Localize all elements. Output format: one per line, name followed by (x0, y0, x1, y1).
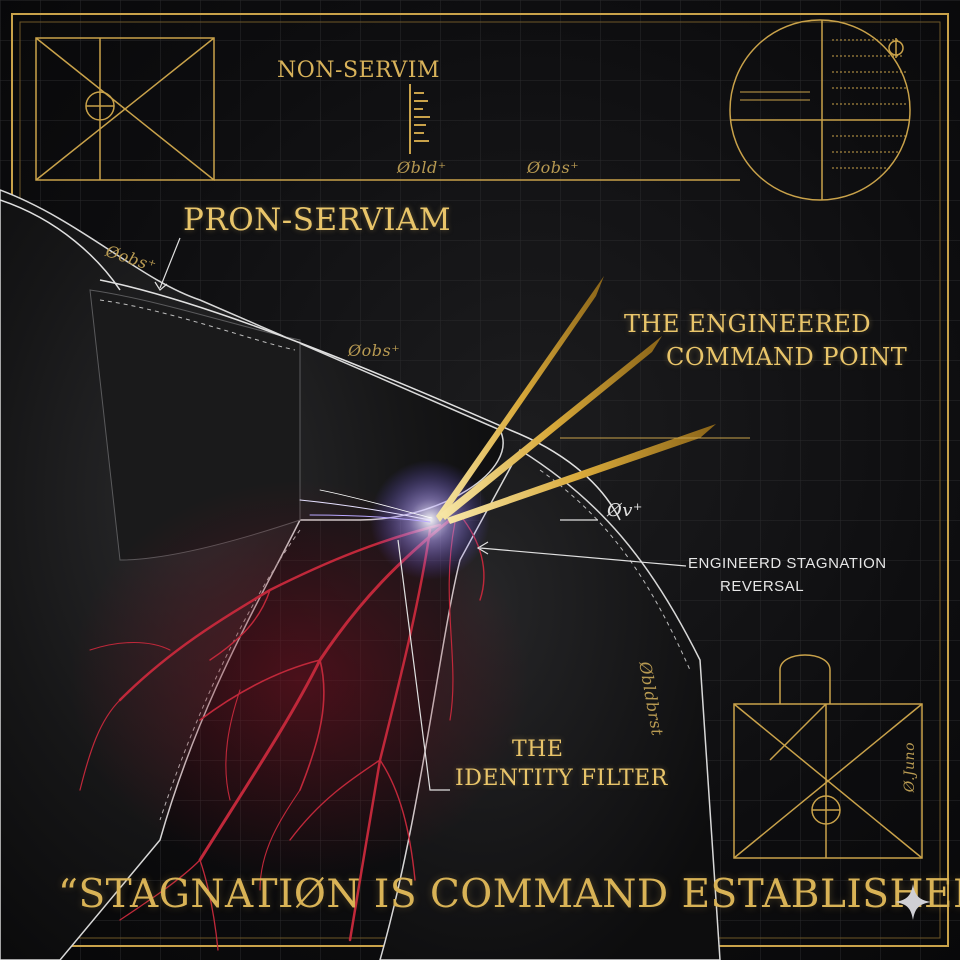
needle-2 (440, 336, 662, 520)
annotation-obld: Øbld⁺ (397, 158, 447, 177)
label-engineered-line2: COMMAND POINT (666, 343, 908, 371)
label-pron-serviam: PRON-SERVIAM (183, 202, 452, 238)
label-stagnation-line1: ENGINEERD STAGNATION (688, 555, 887, 572)
compass-circle-icon (729, 19, 911, 201)
bottom-right-diagram (733, 654, 923, 859)
annotation-ov: Øv⁺ (607, 500, 643, 521)
annotation-obs-top: Øobs⁺ (527, 158, 580, 177)
micro-text-column (409, 84, 430, 154)
needle-1 (436, 276, 604, 522)
label-identity-line1: THE (512, 737, 564, 762)
label-identity-line2: IDENTITY FILTER (455, 766, 668, 791)
label-engineered-line1: THE ENGINEERED (624, 310, 872, 338)
red-veins (70, 480, 530, 951)
sparkle-icon (895, 884, 931, 920)
label-non-servim: NON-SERVIM (277, 58, 440, 83)
annotation-ojuno: Ø.Juno (902, 742, 918, 793)
pointer-lines (154, 237, 687, 791)
annotation-obs-mid: Øobs⁺ (348, 341, 401, 360)
top-left-diagram (35, 37, 740, 181)
label-stagnation-line2: REVERSAL (720, 578, 805, 595)
gold-needles (436, 276, 750, 524)
needle-3 (447, 424, 716, 524)
quote-banner: “STAGNATIØN IS COMMAND ESTABLISHED. (58, 872, 960, 917)
